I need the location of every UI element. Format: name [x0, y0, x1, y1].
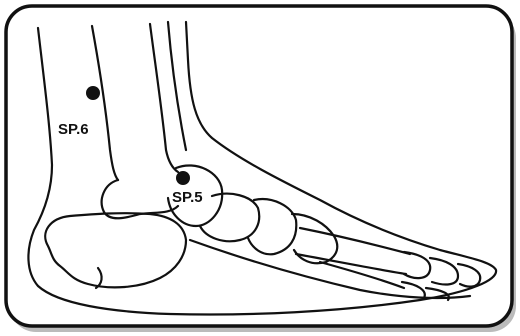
sp5-label: SP.5: [172, 189, 203, 206]
sp5-point-marker: [176, 171, 190, 185]
sp6-point-marker: [86, 86, 100, 100]
frame-border: [6, 6, 512, 326]
sp6-label: SP.6: [58, 121, 89, 138]
